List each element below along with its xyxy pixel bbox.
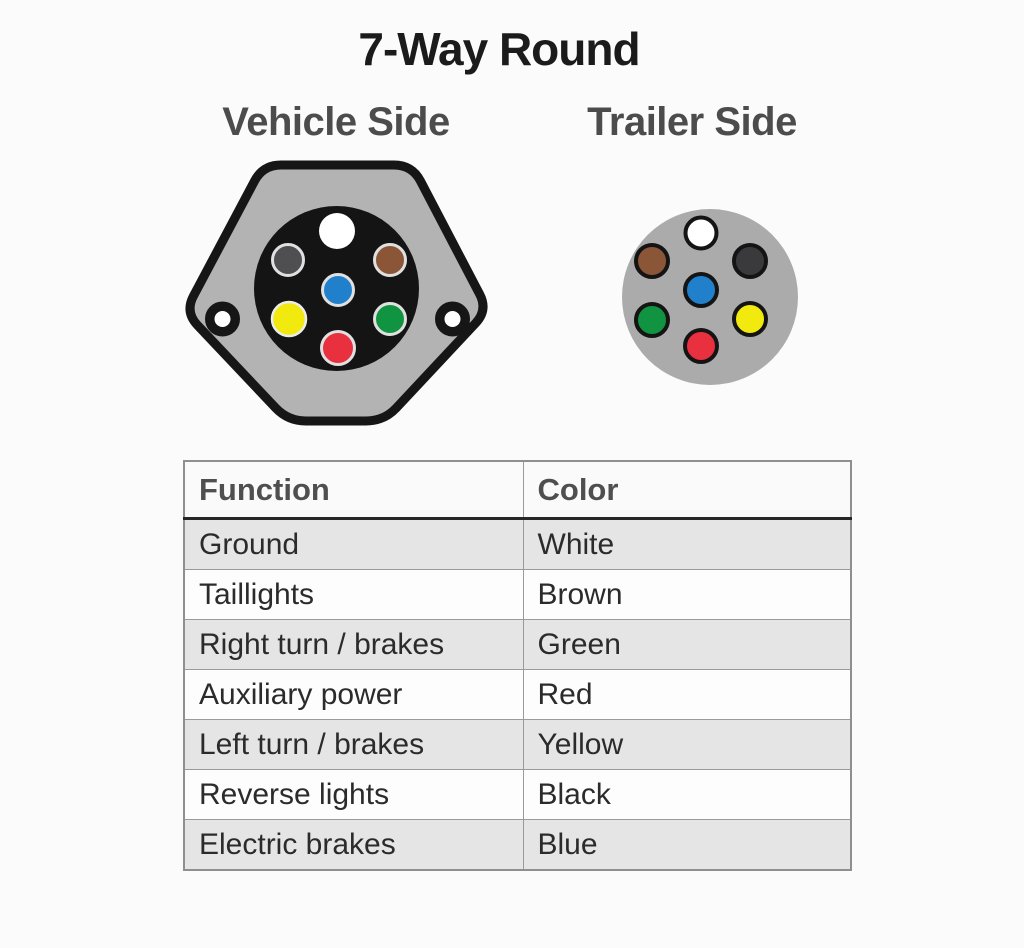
table-row: Ground White xyxy=(183,518,852,570)
trailer-pin-electric-brakes-blue xyxy=(683,272,719,308)
color-cell: Green xyxy=(522,619,852,670)
function-cell: Electric brakes xyxy=(183,819,524,871)
vehicle-pin-auxiliary-red xyxy=(320,330,356,366)
color-cell: Black xyxy=(522,769,852,820)
wiring-table: Function Color Ground White Taillights B… xyxy=(183,460,852,871)
table-row: Electric brakes Blue xyxy=(183,819,852,871)
color-header: Color xyxy=(522,460,852,520)
trailer-pin-taillights-brown xyxy=(634,243,670,279)
vehicle-pin-electric-brakes-blue xyxy=(321,273,355,307)
color-cell: Blue xyxy=(522,819,852,871)
color-cell: Yellow xyxy=(522,719,852,770)
trailer-pin-right-turn-green xyxy=(634,302,670,338)
vehicle-pin-ground-white xyxy=(319,213,355,249)
color-cell: White xyxy=(522,518,852,570)
connector-diagram xyxy=(185,160,798,426)
vehicle-pin-right-turn-green xyxy=(373,302,407,336)
vehicle-mount-hole-right xyxy=(435,301,470,337)
color-cell: Brown xyxy=(522,569,852,620)
function-header: Function xyxy=(183,460,524,520)
vehicle-connector xyxy=(185,160,488,426)
table-header-row: Function Color xyxy=(183,460,852,520)
table-row: Right turn / brakes Green xyxy=(183,619,852,670)
vehicle-pin-reverse-gray xyxy=(271,243,305,277)
function-cell: Reverse lights xyxy=(183,769,524,820)
function-cell: Auxiliary power xyxy=(183,669,524,720)
color-cell: Red xyxy=(522,669,852,720)
page-title: 7-Way Round xyxy=(358,23,640,75)
function-cell: Left turn / brakes xyxy=(183,719,524,770)
vehicle-pin-taillights-brown xyxy=(373,243,407,277)
trailer-pin-auxiliary-red xyxy=(683,328,719,364)
table-row: Taillights Brown xyxy=(183,569,852,620)
vehicle-pin-left-turn-yellow xyxy=(270,300,308,338)
function-cell: Taillights xyxy=(183,569,524,620)
trailer-pin-reverse-black xyxy=(732,243,768,279)
trailer-side-label: Trailer Side xyxy=(587,100,797,144)
function-cell: Ground xyxy=(183,518,524,570)
vehicle-side-label: Vehicle Side xyxy=(222,100,450,144)
vehicle-mount-hole-left xyxy=(205,301,240,337)
table-row: Reverse lights Black xyxy=(183,769,852,820)
trailer-pin-ground-white xyxy=(683,215,719,251)
function-cell: Right turn / brakes xyxy=(183,619,524,670)
trailer-connector xyxy=(622,209,798,385)
trailer-pin-left-turn-yellow xyxy=(732,301,768,337)
table-row: Auxiliary power Red xyxy=(183,669,852,720)
table-row: Left turn / brakes Yellow xyxy=(183,719,852,770)
